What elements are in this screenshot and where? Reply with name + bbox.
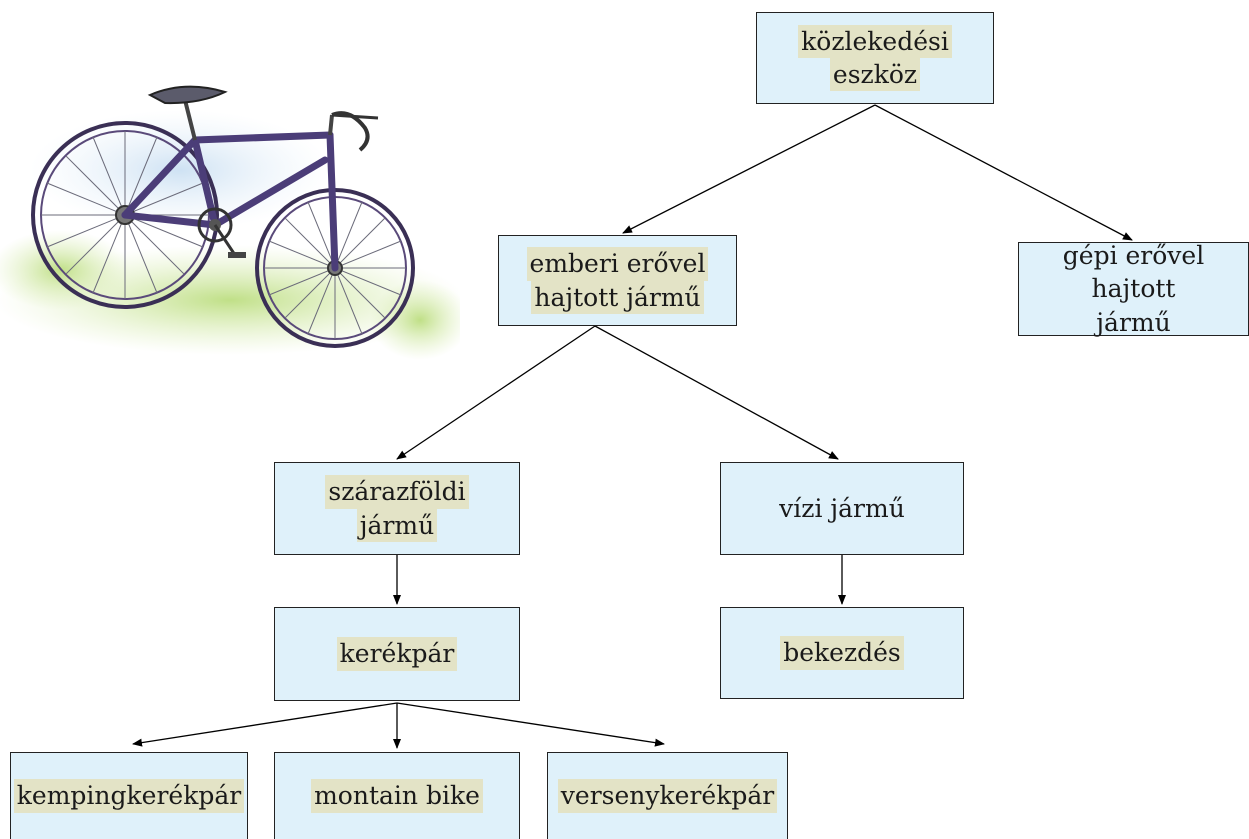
node-human-line-2: hajtott jármű [531,280,704,314]
arrow-human-water [594,325,839,460]
node-land-line-1: szárazföldi [325,475,469,509]
node-land-vehicle: szárazföldi jármű [274,462,520,555]
arrow-human-land [396,325,596,460]
arrow-bicycle-racing [396,702,665,747]
node-machine-line-1: gépi erővel hajtott [1062,241,1205,304]
node-human-powered: emberi erővel hajtott jármű [498,235,737,326]
node-mtb-line-1: montain bike [311,779,483,813]
node-land-line-2: jármű [356,508,438,542]
node-root: közlekedési eszköz [756,12,994,104]
node-root-line-1: közlekedési [798,24,952,58]
node-water-vehicle: vízi jármű [720,462,964,555]
node-camping-line-1: kempingkerékpár [13,779,245,813]
node-machine-powered: gépi erővel hajtott jármű [1018,241,1249,337]
node-paragraph-line-1: bekezdés [780,636,904,670]
node-water-line-1: vízi jármű [779,493,905,523]
node-camping-bike: kempingkerékpár [10,752,248,839]
node-human-line-1: emberi erővel [526,247,709,281]
node-mountain-bike: montain bike [274,752,520,839]
bicycle-illustration-icon [0,85,460,360]
node-machine-line-2: jármű [1096,307,1171,337]
node-bicycle-line-1: kerékpár [336,637,458,671]
arrow-root-machine [874,104,1133,241]
arrow-bicycle-camping [132,702,398,747]
arrow-root-human [622,104,876,234]
node-racing-line-1: versenykerékpár [557,779,778,813]
node-bicycle: kerékpár [274,607,520,701]
node-paragraph: bekezdés [720,607,964,699]
node-racing-bike: versenykerékpár [547,752,788,839]
node-root-line-2: eszköz [829,58,921,92]
